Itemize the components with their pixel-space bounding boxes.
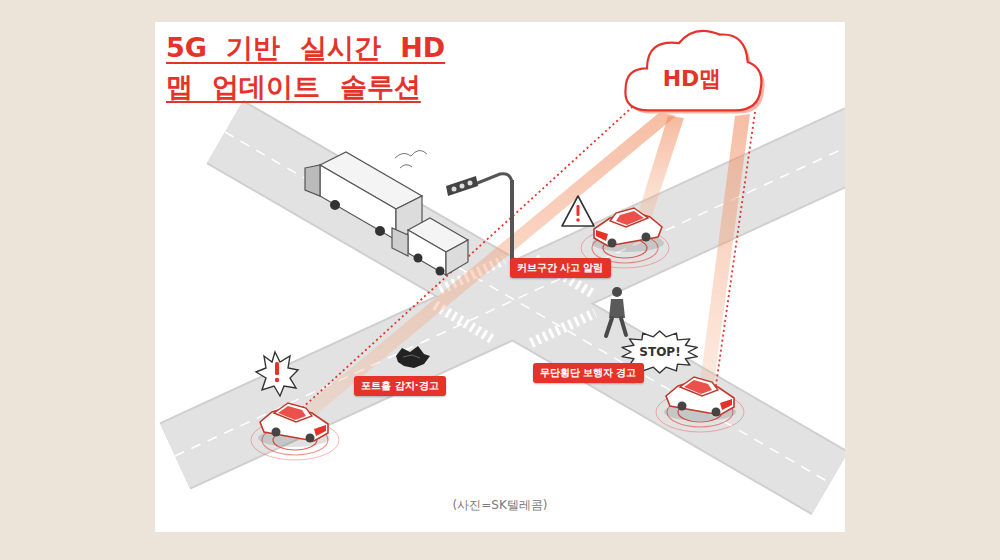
trucks [305, 150, 468, 275]
truck2-cab [392, 228, 408, 256]
alert-burst [256, 352, 298, 396]
dotted-link [715, 112, 755, 392]
wheel [375, 226, 385, 236]
exclamation [275, 378, 279, 382]
truck-side [320, 165, 396, 240]
node-text: 포트홀 감지·경고 [361, 379, 438, 393]
truck2-side [408, 230, 446, 275]
truck-cab [305, 165, 320, 196]
pedestrian [606, 287, 626, 336]
legs [606, 318, 626, 336]
signal-box [446, 176, 478, 196]
lamp [460, 184, 465, 189]
node-text: 무단횡단 보행자 경고 [540, 366, 637, 380]
caption: (사진=SK텔레콤) [0, 497, 1000, 514]
car [664, 377, 736, 421]
truck2-back [446, 240, 468, 275]
head [612, 287, 622, 297]
car-right [656, 377, 744, 432]
lamp [468, 181, 473, 186]
car [592, 208, 664, 252]
body [609, 299, 625, 318]
exclamation [576, 218, 580, 222]
wheel [330, 200, 340, 210]
crosswalk [435, 305, 495, 341]
wheel [436, 267, 445, 276]
cloud-outline [625, 31, 761, 111]
car-left [251, 352, 339, 460]
cloud-shape: HD맵 [617, 22, 767, 122]
smoke [395, 150, 427, 168]
exclamation [275, 362, 279, 375]
beam [298, 112, 676, 418]
wheel [414, 254, 423, 263]
alert-label: 무단횡단 보행자 경고 [533, 363, 644, 383]
alert-label: 커브구간 사고 알림 [510, 258, 611, 278]
lamp [452, 187, 457, 192]
pothole-crack [403, 355, 420, 358]
node-text: HD맵 [663, 64, 722, 94]
traffic-light [446, 174, 512, 262]
title: 5G 기반 실시간 HD맵 업데이트 솔루션 [166, 28, 470, 106]
beam [636, 116, 684, 222]
pole [510, 180, 514, 262]
pothole [396, 346, 430, 368]
node-text: STOP! [639, 345, 680, 359]
exclamation [577, 205, 580, 216]
node-text: 커브구간 사고 알림 [517, 261, 604, 275]
signal-beams [298, 100, 755, 418]
roads [175, 132, 845, 483]
warning-triangle [562, 196, 594, 226]
car [258, 403, 330, 447]
crosswalk [531, 313, 595, 343]
beam [698, 114, 750, 398]
alert-label: 포트홀 감지·경고 [354, 376, 446, 396]
